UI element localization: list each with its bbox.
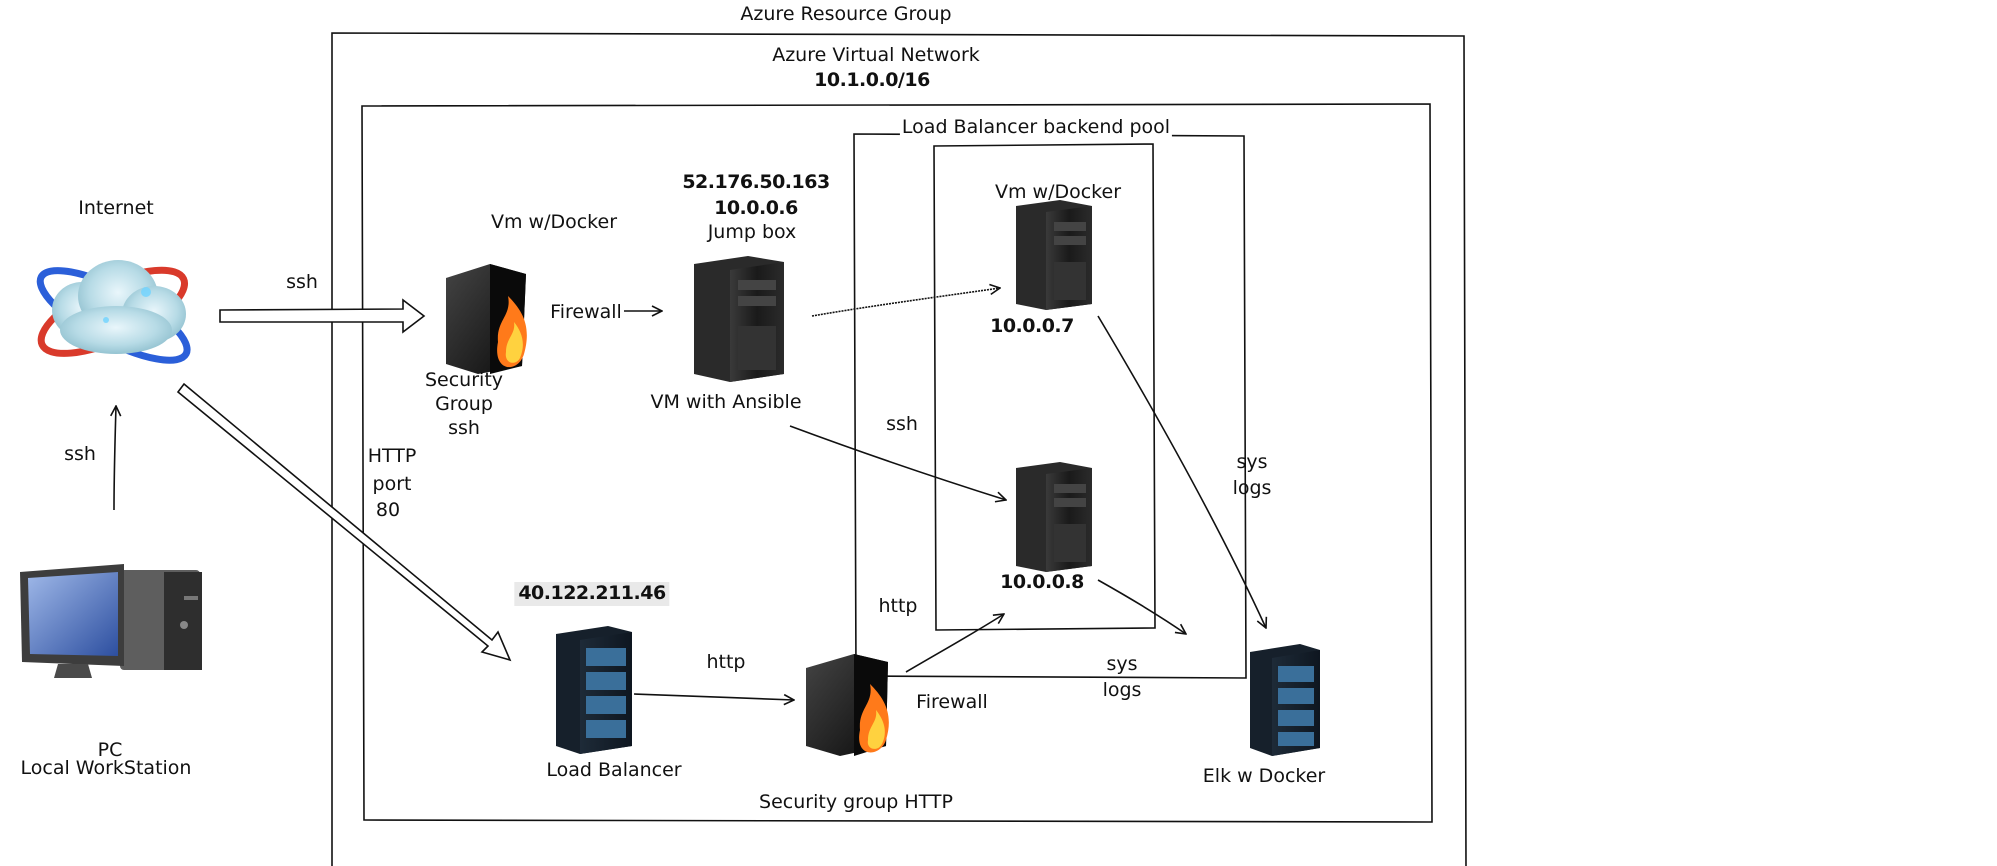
edge-loadbalancer-to-sg-http — [633, 693, 794, 700]
jumpbox-role-label: Jump box — [707, 221, 797, 243]
pc-label: PC — [97, 739, 123, 761]
edge-internet-to-security-group — [219, 298, 426, 334]
edge-label-syslogs-upper-2: logs — [1232, 477, 1272, 499]
pc-workstation-label: Local WorkStation — [20, 757, 192, 779]
edge-label-jump-ssh: ssh — [886, 413, 918, 435]
pc-workstation-icon — [20, 564, 202, 678]
resource-group-boundary — [331, 32, 1467, 866]
vm1-ip: 10.0.0.7 — [990, 315, 1074, 337]
internet-cloud-icon — [36, 260, 191, 364]
jumpbox-caption: VM with Ansible — [650, 391, 802, 413]
sg-ssh-title: Vm w/Docker — [490, 211, 618, 233]
load-balancer-rack-icon — [556, 626, 632, 754]
edge-label-lb-http: http — [706, 651, 746, 673]
edge-pc-to-internet — [114, 406, 116, 511]
elk-caption: Elk w Docker — [1202, 765, 1326, 787]
vm1-server-icon — [1016, 200, 1092, 310]
virtual-network-label: Azure Virtual Network — [772, 44, 980, 66]
elk-server-rack-icon — [1250, 644, 1320, 756]
edge-jumpbox-to-vm1 — [811, 288, 1000, 317]
vm2-server-icon — [1016, 462, 1092, 572]
jumpbox-server-icon — [694, 256, 784, 382]
edge-label-firewall-ssh: Firewall — [550, 301, 622, 323]
security-group-ssh-icon — [446, 264, 527, 374]
edge-label-internet-ssh: ssh — [286, 271, 318, 293]
vnet-cidr-label: 10.1.0.0/16 — [814, 69, 930, 91]
resource-group-label: Azure Resource Group — [740, 3, 952, 25]
sg-ssh-label-3: ssh — [448, 417, 480, 439]
edge-label-http-1: HTTP — [367, 445, 417, 467]
edge-label-pc-ssh: ssh — [64, 443, 96, 465]
internet-label: Internet — [78, 197, 154, 219]
backend-pool-inner-boundary — [933, 143, 1156, 631]
sg-ssh-label-2: Group — [435, 393, 493, 415]
vm1-title: Vm w/Docker — [994, 181, 1122, 203]
edge-label-http-2: port — [372, 473, 412, 495]
security-group-http-icon — [806, 654, 889, 756]
load-balancer-caption: Load Balancer — [546, 759, 682, 781]
vm2-ip: 10.0.0.8 — [1000, 571, 1084, 593]
edge-sg-http-to-vm2 — [905, 614, 1004, 673]
edge-jumpbox-to-vm2 — [789, 425, 1006, 500]
edge-label-sg-http: http — [878, 595, 918, 617]
sg-http-caption: Security group HTTP — [759, 791, 953, 813]
backend-pool-label: Load Balancer backend pool — [899, 116, 1173, 139]
edge-label-http-3: 80 — [375, 499, 401, 521]
edge-internet-to-load-balancer — [176, 382, 512, 662]
jumpbox-public-ip: 52.176.50.163 — [682, 171, 830, 193]
sg-ssh-label-1: Security — [424, 369, 504, 391]
jumpbox-private-ip: 10.0.0.6 — [714, 197, 798, 219]
edge-label-syslogs-lower-2: logs — [1102, 679, 1142, 701]
load-balancer-ip: 40.122.211.46 — [514, 582, 670, 606]
edge-label-syslogs-lower-1: sys — [1106, 653, 1138, 675]
edge-label-sg-http-firewall: Firewall — [916, 691, 988, 713]
edge-vm1-to-elk-syslogs — [1097, 315, 1266, 628]
virtual-network-boundary — [361, 103, 1433, 823]
edge-label-syslogs-upper-1: sys — [1236, 451, 1268, 473]
edge-vm2-to-elk-syslogs — [1097, 579, 1186, 634]
